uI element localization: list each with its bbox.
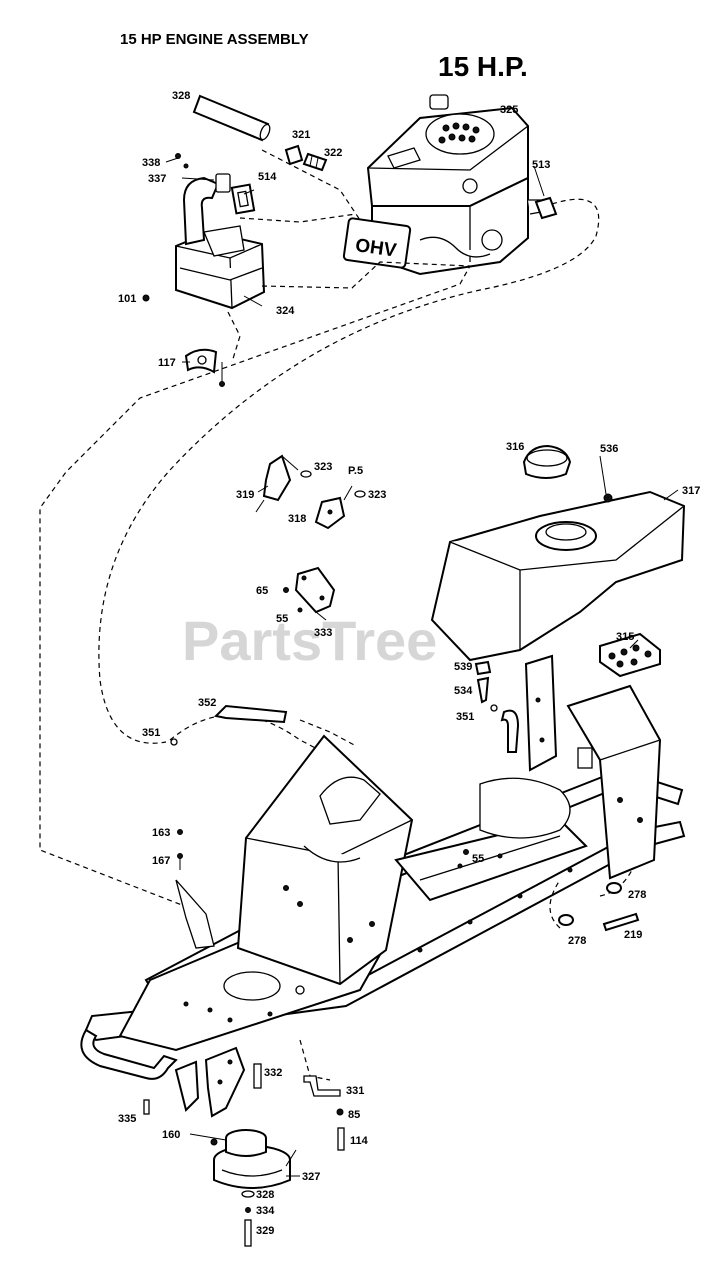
callout-leaders <box>165 157 679 1177</box>
pin-219[interactable] <box>602 912 640 932</box>
screw-55a[interactable] <box>297 607 303 613</box>
label-328: 328 <box>172 90 190 102</box>
bolt-338[interactable] <box>175 153 189 169</box>
muffler-324[interactable] <box>175 176 266 310</box>
washer-328b[interactable] <box>241 1190 255 1198</box>
label-101: 101 <box>118 293 136 305</box>
label-55b: 55 <box>472 853 484 865</box>
vent-536 <box>603 493 613 503</box>
clamp-351a[interactable] <box>170 738 178 746</box>
label-332: 332 <box>264 1067 282 1079</box>
fitting-322[interactable] <box>302 152 328 172</box>
label-536: 536 <box>600 443 618 455</box>
watermark: PartsTree <box>182 609 437 672</box>
rod-331[interactable] <box>303 1075 341 1097</box>
engine-325[interactable]: OHV <box>342 94 553 276</box>
label-323b: 323 <box>368 489 386 501</box>
gasket-514[interactable] <box>230 183 256 215</box>
label-338: 338 <box>142 157 160 169</box>
washer-334[interactable] <box>245 1207 251 1213</box>
nut-539[interactable] <box>474 660 492 676</box>
fuel-tank-317[interactable] <box>430 490 686 662</box>
label-513: 513 <box>532 159 550 171</box>
label-327: 327 <box>302 1171 320 1183</box>
dashed-route-engine <box>227 311 241 363</box>
label-329: 329 <box>256 1225 274 1237</box>
washer-323b[interactable] <box>354 490 366 498</box>
pto-clutch-160[interactable] <box>210 1129 291 1189</box>
hose-fuel[interactable] <box>500 709 520 753</box>
label-318: 318 <box>288 513 306 525</box>
bracket-333[interactable] <box>294 566 336 621</box>
screw-65[interactable] <box>283 587 289 593</box>
label-351b: 351 <box>456 711 474 723</box>
label-278a: 278 <box>628 889 646 901</box>
label-539: 539 <box>454 661 472 673</box>
label-p5: P.5 <box>348 465 363 477</box>
label-321: 321 <box>292 129 310 141</box>
label-352: 352 <box>198 697 216 709</box>
label-534: 534 <box>454 685 473 697</box>
label-334: 334 <box>256 1205 275 1217</box>
label-317: 317 <box>682 485 700 497</box>
heatshield-315[interactable] <box>599 632 661 678</box>
clamp-351b[interactable] <box>490 704 498 712</box>
chassis-frame[interactable] <box>80 654 686 1118</box>
lever-318[interactable] <box>314 485 353 530</box>
fuel-line-352[interactable] <box>213 704 288 724</box>
bolt-167[interactable] <box>177 853 183 871</box>
label-328b: 328 <box>256 1189 274 1201</box>
bolt-534[interactable] <box>476 676 490 704</box>
label-160: 160 <box>162 1129 180 1141</box>
label-325: 325 <box>500 104 518 116</box>
label-316: 316 <box>506 441 524 453</box>
tank-cap-316[interactable] <box>522 444 572 479</box>
label-322: 322 <box>324 147 342 159</box>
washer-323a[interactable] <box>300 470 312 478</box>
lever-319[interactable] <box>255 454 299 513</box>
label-514: 514 <box>258 171 277 183</box>
guard-117[interactable] <box>184 348 225 387</box>
label-117: 117 <box>158 357 176 369</box>
label-167: 167 <box>152 855 170 867</box>
callout-labels: 328 325 321 322 338 337 514 513 101 324 … <box>118 90 700 1237</box>
label-65: 65 <box>256 585 268 597</box>
fitting-513[interactable] <box>534 196 558 220</box>
label-114: 114 <box>350 1135 369 1147</box>
bolt-335[interactable] <box>143 1099 150 1115</box>
label-319: 319 <box>236 489 254 501</box>
label-55a: 55 <box>276 613 288 625</box>
label-337: 337 <box>148 173 166 185</box>
key-332[interactable] <box>253 1063 262 1089</box>
label-351a: 351 <box>142 727 160 739</box>
bushing-278a[interactable] <box>606 882 622 894</box>
dashed-route-fuel <box>98 198 600 744</box>
label-163: 163 <box>152 827 170 839</box>
label-323a: 323 <box>314 461 332 473</box>
screw-163[interactable] <box>177 829 183 835</box>
label-278b: 278 <box>568 935 586 947</box>
label-324: 324 <box>276 305 295 317</box>
label-219: 219 <box>624 929 642 941</box>
label-335: 335 <box>118 1113 136 1125</box>
label-315: 315 <box>616 631 634 643</box>
hp-label: 15 H.P. <box>438 51 528 82</box>
air-filter-grille <box>438 122 480 144</box>
dashed-route-muffler <box>39 149 471 913</box>
bolt-329[interactable] <box>244 1219 252 1247</box>
label-333: 333 <box>314 627 332 639</box>
fitting-321[interactable] <box>284 144 304 166</box>
screw-55b[interactable] <box>463 849 469 855</box>
assembly-title: 15 HP ENGINE ASSEMBLY <box>120 31 309 48</box>
bushing-278b[interactable] <box>558 914 574 926</box>
exhaust-tube-328[interactable] <box>192 94 272 142</box>
nut-85[interactable] <box>336 1108 344 1116</box>
bolt-101[interactable] <box>142 294 150 302</box>
bolt-114[interactable] <box>337 1127 345 1151</box>
label-331: 331 <box>346 1085 364 1097</box>
gasket-337[interactable] <box>215 173 231 193</box>
label-85: 85 <box>348 1109 360 1121</box>
